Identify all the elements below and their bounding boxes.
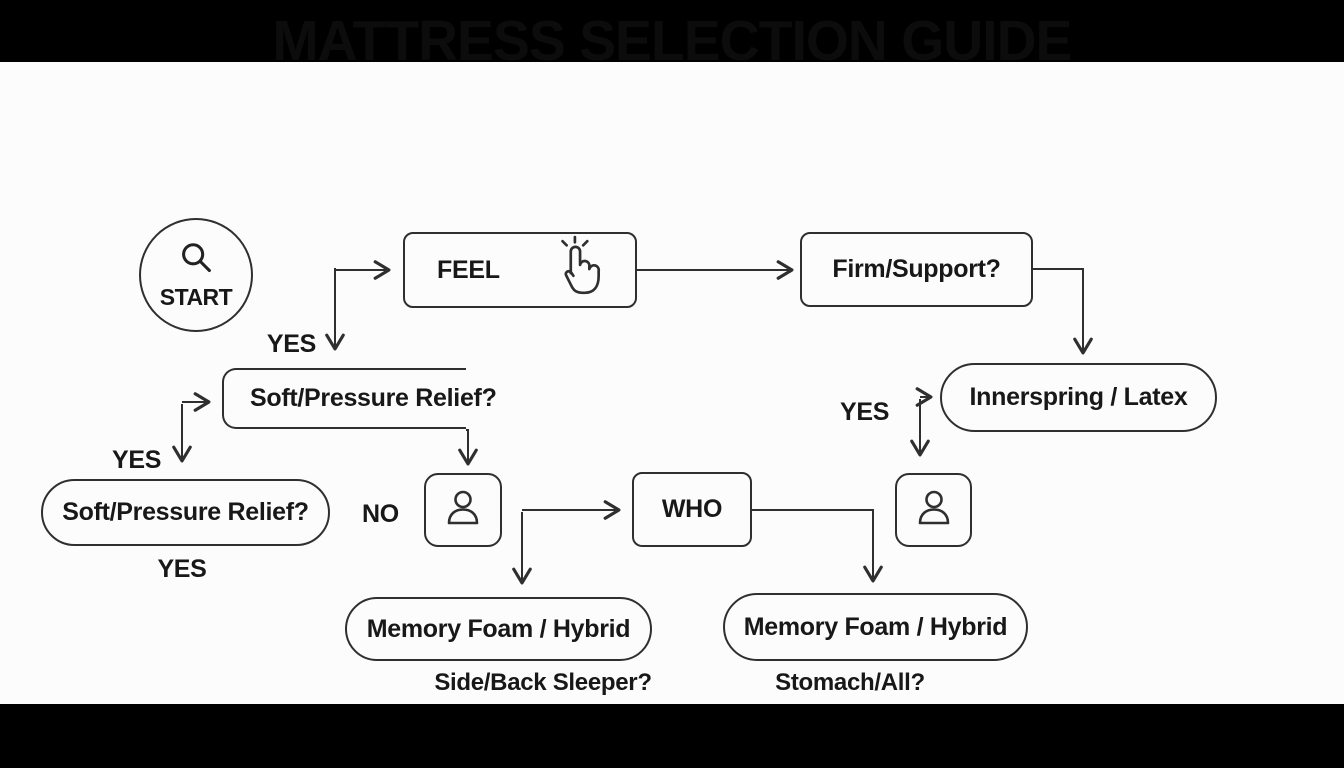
label-side-back-sleeper: Side/Back Sleeper? bbox=[434, 669, 652, 696]
node-innerspring-latex: Innerspring / Latex bbox=[940, 363, 1217, 432]
label-yes-left-lower: YES bbox=[157, 555, 207, 583]
node-who: WHO bbox=[632, 472, 752, 547]
soft-pressure-mid-label: Soft/Pressure Relief? bbox=[250, 384, 497, 412]
node-start: START bbox=[139, 218, 253, 332]
start-label: START bbox=[159, 284, 233, 310]
page-title: MATTRESS SELECTION GUIDE bbox=[272, 9, 1073, 73]
node-soft-pressure-left: Soft/Pressure Relief? bbox=[41, 479, 330, 546]
label-yes-top: YES bbox=[266, 330, 316, 358]
firm-support-label: Firm/Support? bbox=[832, 255, 1001, 283]
node-firm-support: Firm/Support? bbox=[800, 232, 1033, 307]
who-label: WHO bbox=[661, 495, 723, 523]
node-person-right bbox=[895, 473, 972, 547]
node-soft-pressure-mid: Soft/Pressure Relief? bbox=[222, 368, 497, 429]
node-memory-foam-right: Memory Foam / Hybrid bbox=[723, 593, 1028, 661]
label-yes-right: YES bbox=[840, 398, 890, 426]
person-icon bbox=[439, 483, 487, 538]
tap-icon bbox=[547, 235, 609, 306]
label-yes-left-upper: YES bbox=[112, 446, 162, 474]
memory-foam-right-label: Memory Foam / Hybrid bbox=[743, 612, 1008, 641]
search-icon bbox=[175, 239, 217, 286]
innerspring-latex-label: Innerspring / Latex bbox=[969, 383, 1188, 411]
feel-label: FEEL bbox=[437, 255, 500, 284]
label-no: NO bbox=[362, 500, 399, 528]
soft-pressure-left-label: Soft/Pressure Relief? bbox=[62, 498, 309, 526]
person-icon bbox=[910, 483, 958, 538]
label-stomach-all: Stomach/All? bbox=[775, 669, 925, 696]
node-memory-foam-left: Memory Foam / Hybrid bbox=[345, 597, 652, 661]
memory-foam-left-label: Memory Foam / Hybrid bbox=[366, 614, 631, 643]
node-feel: FEEL bbox=[403, 232, 637, 308]
node-person-left bbox=[424, 473, 502, 547]
